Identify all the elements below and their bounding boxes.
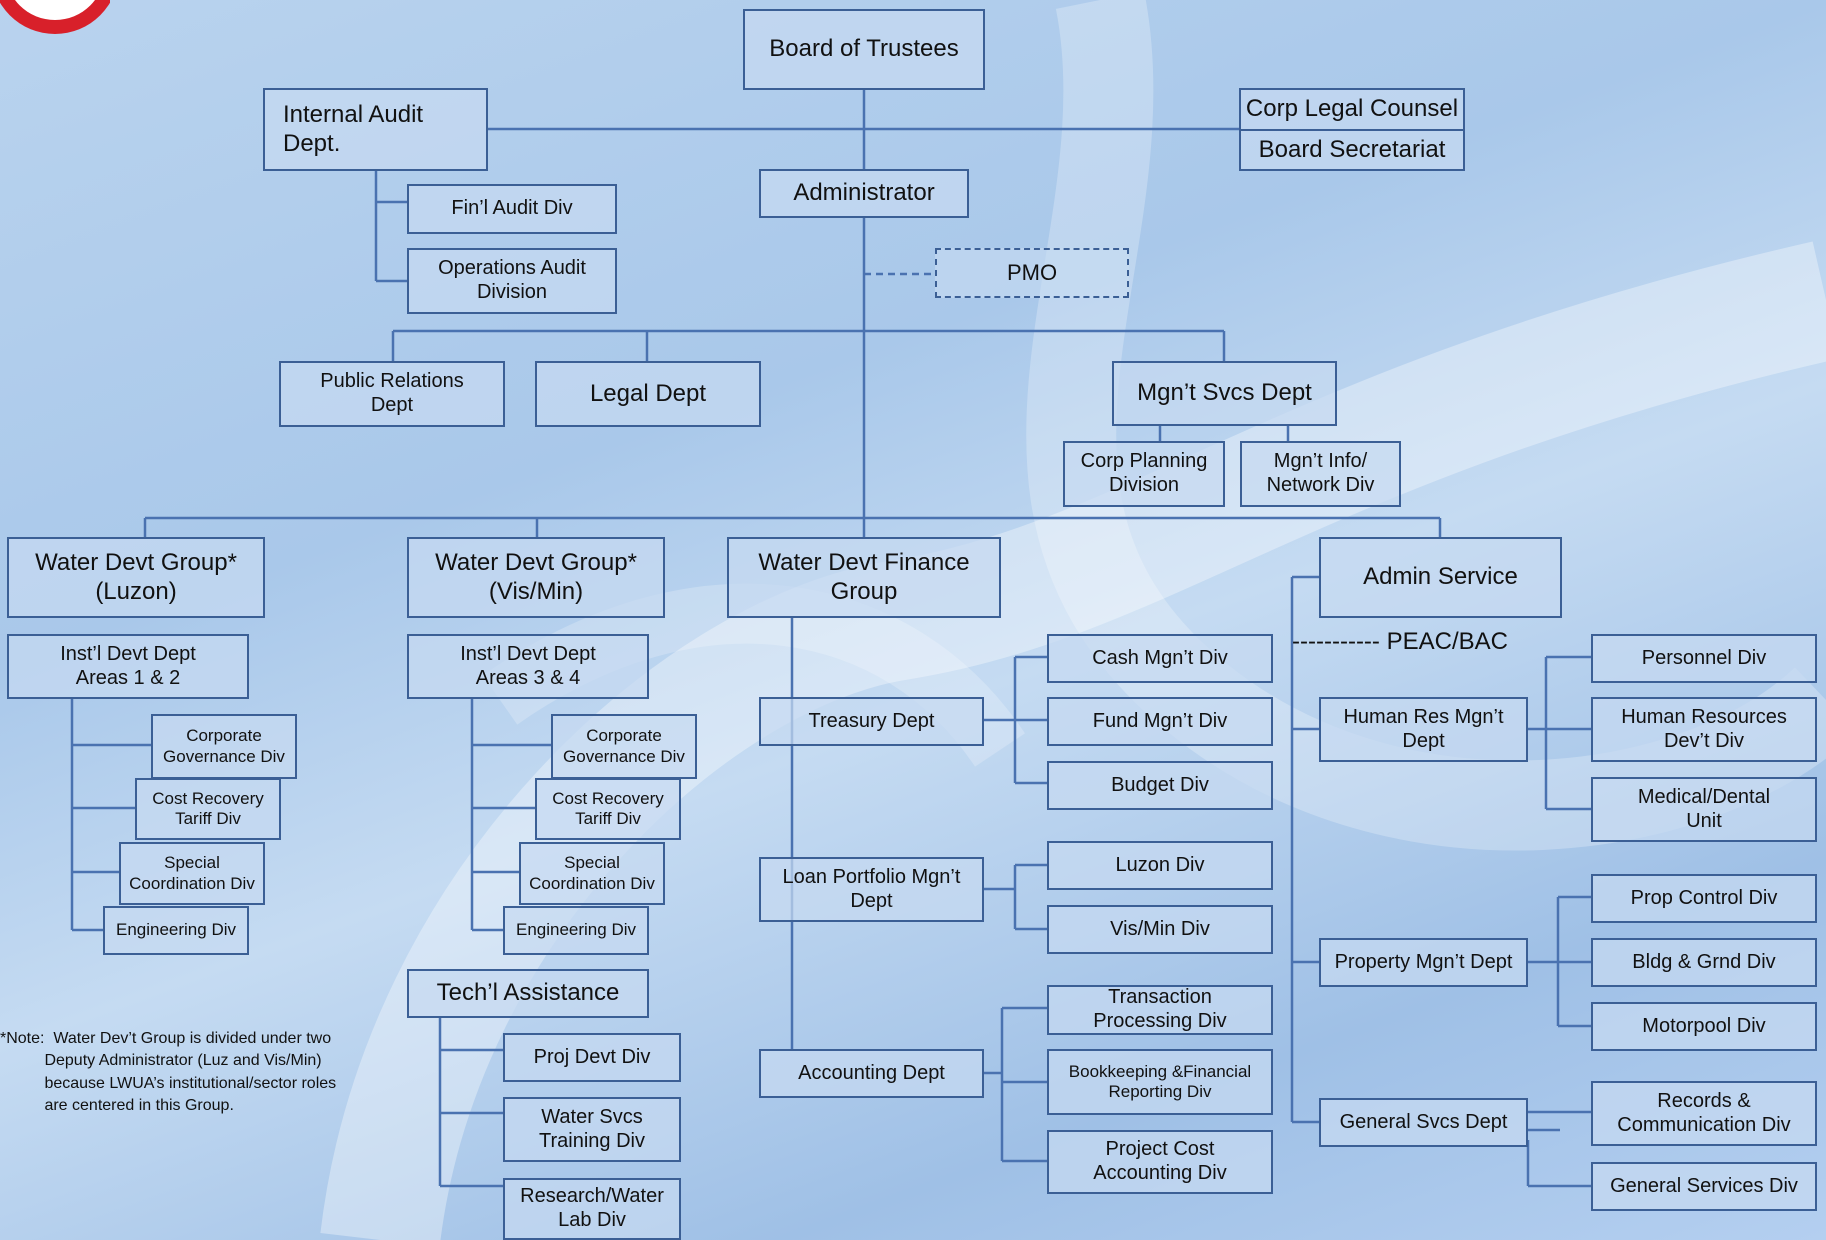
property-mgnt-dept-box: Property Mgn’t Dept [1319,938,1528,987]
corporate-governance-div-box: Corporate Governance Div [551,714,697,779]
medical-dental-unit-box: Medical/Dental Unit [1591,777,1817,842]
budget-div-box: Budget Div [1047,761,1273,810]
cash-mgnt-div-box: Cash Mgn’t Div [1047,634,1273,683]
special-coordination-div-box: Special Coordination Div [519,842,665,905]
tech-assistance-box: Tech’l Assistance [407,969,649,1018]
human-resources-devt-div-box: Human Resources Dev’t Div [1591,697,1817,762]
footnote: *Note: Water Dev’t Group is divided unde… [0,1030,337,1115]
corp-legal-counsel-label: Corp Legal Counsel [1245,95,1459,123]
research-water-lab-div-box: Research/Water Lab Div [503,1178,681,1240]
mgnt-info-network-div-box: Mgn’t Info/ Network Div [1240,441,1401,507]
proj-devt-div-box: Proj Devt Div [503,1033,681,1082]
project-cost-accounting-div-box: Project Cost Accounting Div [1047,1130,1273,1194]
water-devt-group-vismin-box: Water Devt Group* (Vis/Min) [407,537,665,618]
engineering-div-box: Engineering Div [103,906,249,955]
general-services-div-box: General Services Div [1591,1162,1817,1211]
water-devt-group-luzon-box: Water Devt Group* (Luzon) [7,537,265,618]
pmo-box: PMO [935,248,1129,298]
corp-planning-div-box: Corp Planning Division [1063,441,1225,507]
fund-mgnt-div-box: Fund Mgn’t Div [1047,697,1273,746]
cost-recovery-tariff-div-box: Cost Recovery Tariff Div [535,778,681,840]
water-svcs-training-div-box: Water Svcs Training Div [503,1097,681,1162]
loan-portfolio-mgnt-dept-box: Loan Portfolio Mgn’t Dept [759,857,984,922]
bldg-grnd-div-box: Bldg & Grnd Div [1591,938,1817,987]
legal-dept-box: Legal Dept [535,361,761,427]
operations-audit-div-box: Operations Audit Division [407,248,617,314]
administrator-box: Administrator [759,169,969,218]
general-svcs-dept-box: General Svcs Dept [1319,1098,1528,1147]
corp-legal-board-sec-box: Corp Legal Counsel Board Secretariat [1239,88,1465,171]
admin-service-box: Admin Service [1319,537,1562,618]
accounting-dept-box: Accounting Dept [759,1049,984,1098]
treasury-dept-box: Treasury Dept [759,697,984,746]
mgnt-svcs-dept-box: Mgn’t Svcs Dept [1112,361,1337,426]
inst-devt-dept-areas-3-4-box: Inst’l Devt Dept Areas 3 & 4 [407,634,649,699]
prop-control-div-box: Prop Control Div [1591,874,1817,923]
board-secretariat-label: Board Secretariat [1241,128,1463,170]
special-coordination-div-box: Special Coordination Div [119,842,265,905]
luzon-div-box: Luzon Div [1047,841,1273,890]
fin-audit-div-box: Fin’l Audit Div [407,184,617,234]
public-relations-dept-box: Public Relations Dept [279,361,505,427]
human-res-mgnt-dept-box: Human Res Mgn’t Dept [1319,697,1528,762]
inst-devt-dept-areas-1-2-box: Inst’l Devt Dept Areas 1 & 2 [7,634,249,699]
cost-recovery-tariff-div-box: Cost Recovery Tariff Div [135,778,281,840]
engineering-div-box: Engineering Div [503,906,649,955]
personnel-div-box: Personnel Div [1591,634,1817,683]
records-communication-div-box: Records & Communication Div [1591,1081,1817,1146]
vismin-div-box: Vis/Min Div [1047,905,1273,954]
board-of-trustees-box: Board of Trustees [743,9,985,90]
bookkeeping-financial-reporting-div-box: Bookkeeping &Financial Reporting Div [1047,1049,1273,1115]
transaction-processing-div-box: Transaction Processing Div [1047,985,1273,1035]
internal-audit-dept-box: Internal Audit Dept. [263,88,488,171]
peac-bac-label: ----------- PEAC/BAC [1292,628,1508,655]
motorpool-div-box: Motorpool Div [1591,1002,1817,1051]
corporate-governance-div-box: Corporate Governance Div [151,714,297,779]
water-devt-finance-group-box: Water Devt Finance Group [727,537,1001,618]
logo-icon [0,0,110,34]
